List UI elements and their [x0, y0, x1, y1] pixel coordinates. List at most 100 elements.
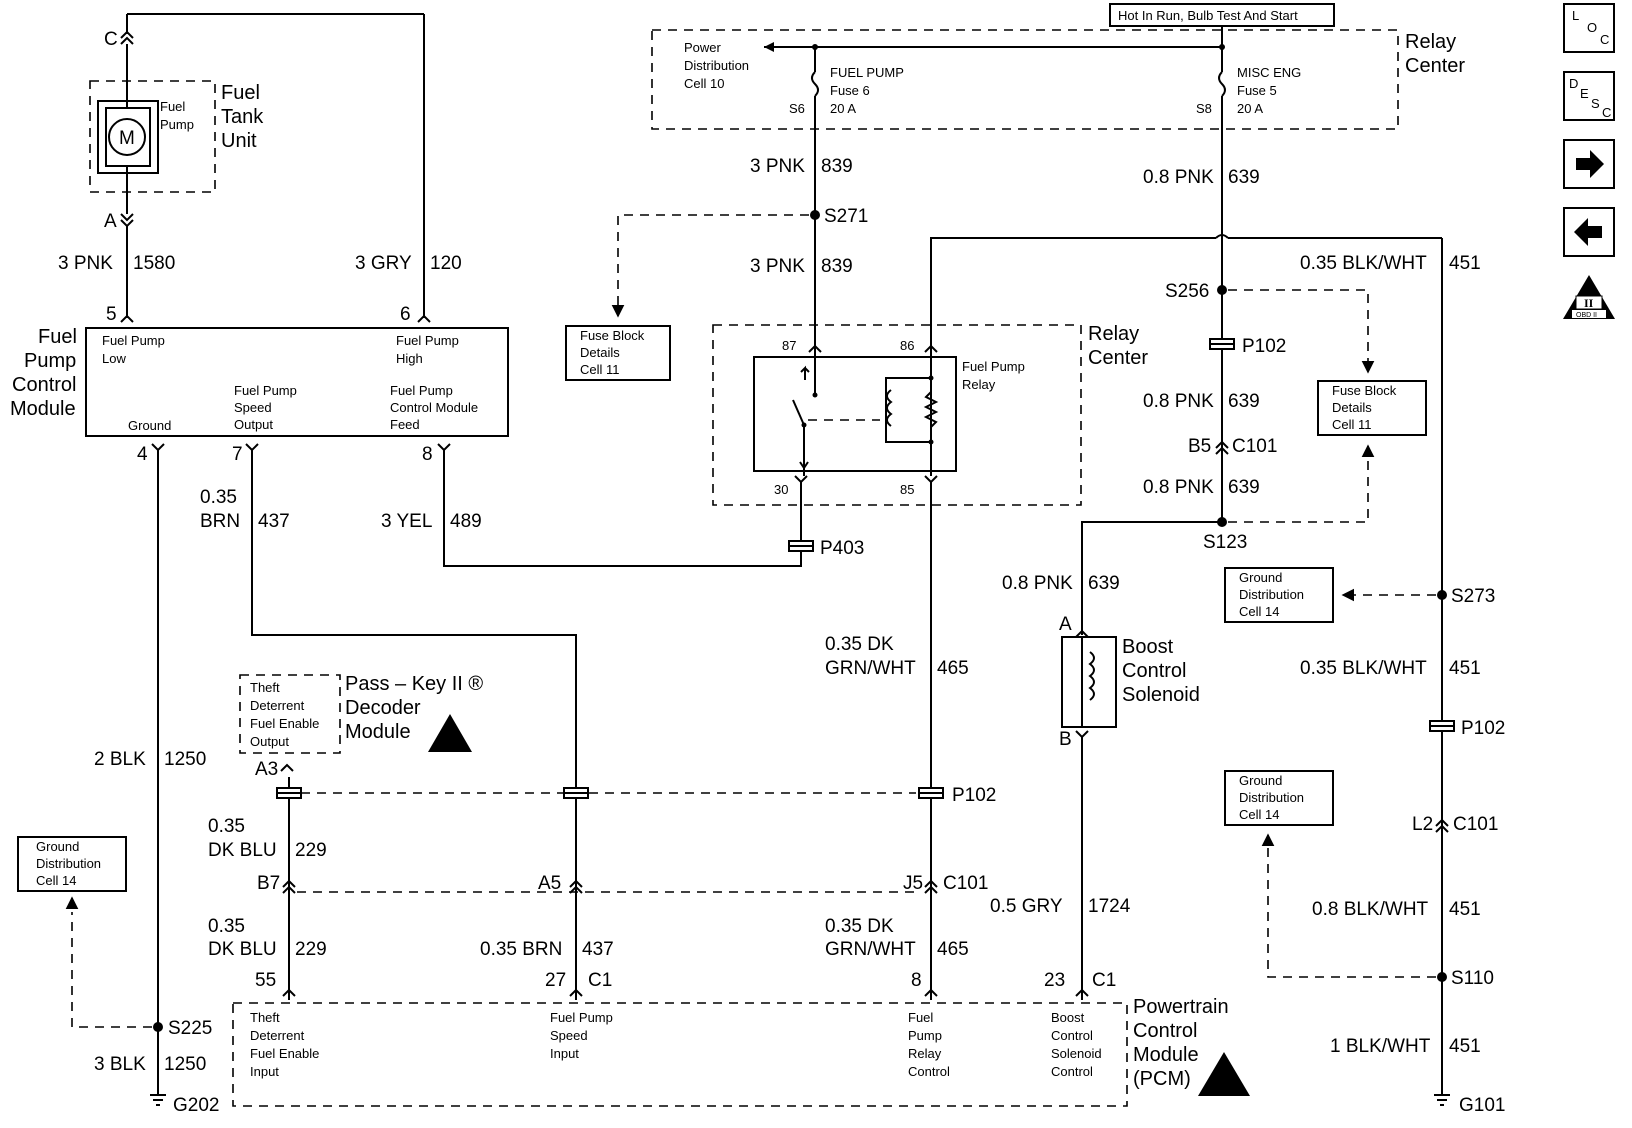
wire-451-gauge-a: 0.35 BLK/WHT — [1300, 253, 1427, 274]
obd-numeral: II — [1584, 296, 1594, 310]
wire-1250-gauge-b: 3 BLK — [94, 1054, 146, 1075]
wire-639-gauge-c: 0.8 PNK — [1143, 477, 1214, 498]
wire-465-color-b: GRN/WHT — [825, 939, 916, 960]
wire-1250-circuit-a: 1250 — [164, 749, 206, 770]
pcm-pin-8: 8 — [911, 970, 922, 991]
wire-639-circuit-c: 639 — [1228, 477, 1260, 498]
fpcm-title-1: Fuel — [38, 326, 77, 348]
pcm-relay-3: Relay — [908, 1046, 942, 1061]
wire-1724-gauge: 0.5 GRY — [990, 896, 1063, 917]
fuel-tank-title-3: Unit — [221, 130, 257, 152]
power-dist-label-3: Cell 10 — [684, 76, 724, 91]
fpcm-pin4-symbol — [151, 443, 165, 452]
desc-icon-s: S — [1591, 96, 1600, 111]
switch-arrow-down — [799, 461, 809, 470]
coil-node-top — [928, 375, 934, 381]
splice-s256 — [1217, 285, 1227, 295]
ground-dist-left-2: Distribution — [36, 856, 101, 871]
solenoid-title-1: Boost — [1122, 636, 1174, 658]
pcm-theft-1: Theft — [250, 1010, 280, 1025]
conn-b5-label: B5 — [1188, 436, 1211, 457]
fpcm-high-2: High — [396, 351, 423, 366]
wire-451-gauge-d: 1 BLK/WHT — [1330, 1036, 1431, 1057]
relay-label-2: Relay — [962, 377, 996, 392]
splice-s273-label: S273 — [1451, 586, 1495, 607]
loc-icon-frame — [1563, 3, 1615, 53]
fpcm-pin-7: 7 — [232, 444, 243, 465]
splice-s110-label: S110 — [1451, 968, 1494, 989]
passkey-pin-a3: A3 — [255, 759, 278, 780]
solenoid-box — [1061, 636, 1117, 728]
arrow-left-glyph — [1574, 218, 1602, 246]
fuse-block-ref-right-1: Fuse Block — [1332, 383, 1397, 398]
splice-s225-label: S225 — [168, 1018, 212, 1039]
fuse-block-ref-right-2: Details — [1332, 400, 1372, 415]
fpcm-ground: Ground — [128, 418, 171, 433]
fpcm-pin8-symbol — [437, 443, 451, 452]
wire-437-circuit: 437 — [258, 511, 290, 532]
fuse5-label-3: 20 A — [1237, 101, 1263, 116]
splice-s271-label: S271 — [824, 206, 868, 227]
relay-pin-87: 87 — [782, 338, 796, 353]
power-dist-label-1: Power — [684, 40, 722, 55]
desc-icon[interactable]: D E S C — [1563, 71, 1615, 121]
conn-j5-symbol — [924, 879, 938, 894]
relay-mid-title-2: Center — [1088, 347, 1148, 369]
ground-g202-symbol — [150, 1094, 166, 1106]
passkey-box — [239, 674, 341, 754]
wire-451-circuit-a: 451 — [1449, 253, 1481, 274]
fpcm-pin-8: 8 — [422, 444, 433, 465]
ground-dist-ref-left — [17, 836, 127, 892]
arrow-left-icon[interactable] — [1563, 207, 1615, 257]
obd-ii-icon[interactable]: II OBD II — [1563, 275, 1615, 319]
obd-label: OBD II — [1576, 312, 1597, 319]
ground-g101-label: G101 — [1459, 1095, 1505, 1116]
wire-465-gauge-b: 0.35 DK — [825, 916, 894, 937]
wire-451-circuit-d: 451 — [1449, 1036, 1481, 1057]
pcm-boost-3: Solenoid — [1051, 1046, 1102, 1061]
pcm-c1-a: C1 — [588, 970, 612, 991]
wire-229-gauge-b: 0.35 — [208, 916, 245, 937]
relay-label-1: Fuel Pump — [962, 359, 1025, 374]
s110-ref-line — [1261, 833, 1436, 978]
ground-dist-ref-1-line1: Ground — [1239, 570, 1282, 585]
ground-dist-ref-2-line2: Distribution — [1239, 790, 1304, 805]
fpcm-pin-5: 5 — [106, 304, 117, 325]
loc-icon[interactable]: L O C — [1563, 3, 1615, 53]
pcm-boost-1: Boost — [1051, 1010, 1085, 1025]
conn-c-label: C — [104, 29, 118, 50]
wire-839-circuit-a: 839 — [821, 156, 853, 177]
pcm-boost-2: Control — [1051, 1028, 1093, 1043]
wire-451-circuit-c: 451 — [1449, 899, 1481, 920]
conn-p102-c-label: P102 — [1461, 718, 1505, 739]
splice-s8-label: S8 — [1196, 101, 1212, 116]
desc-icon-d: D — [1569, 76, 1578, 91]
desc-icon-frame — [1563, 71, 1615, 121]
pcm-relay-1: Fuel — [908, 1010, 933, 1025]
fuse-block-ref-right — [1317, 380, 1427, 436]
wire-451-gauge-b: 0.35 BLK/WHT — [1300, 658, 1427, 679]
fuel-tank-border — [89, 80, 216, 193]
wire-120-gauge: 3 GRY — [355, 253, 412, 274]
relay-center-title-2: Center — [1405, 55, 1465, 77]
pcm-pin-23: 23 — [1044, 970, 1065, 991]
passkey-pin-a3-symbol — [280, 763, 294, 772]
pcm-title-4: (PCM) — [1133, 1068, 1191, 1090]
switch-arrow-up — [800, 365, 810, 380]
wire-229-color-b: DK BLU — [208, 939, 277, 960]
fuel-pump-control-module: Fuel Pump Control Module 5 6 Fuel Pump L… — [10, 304, 509, 465]
fuse5-symbol — [1218, 71, 1226, 97]
pin85-symbol — [924, 475, 938, 484]
wire-1724-circuit: 1724 — [1088, 896, 1131, 917]
fpcm-speed-2: Speed — [234, 400, 272, 415]
wire-465-circuit-a: 465 — [937, 658, 969, 679]
arrow-right-icon[interactable] — [1563, 139, 1615, 189]
boost-control-solenoid: A Boost Control Solenoid B — [1059, 614, 1200, 750]
conn-b7-symbol — [282, 879, 296, 894]
powertrain-control-module: 55 27 C1 8 23 C1 Theft Deterrent Fuel En… — [232, 970, 1250, 1107]
wire-437-gauge: 0.35 — [200, 487, 237, 508]
switch-arm — [792, 399, 805, 426]
wire-465-circuit-b: 465 — [937, 939, 969, 960]
splice-s6-label: S6 — [789, 101, 805, 116]
loc-icon-o: O — [1587, 20, 1597, 35]
